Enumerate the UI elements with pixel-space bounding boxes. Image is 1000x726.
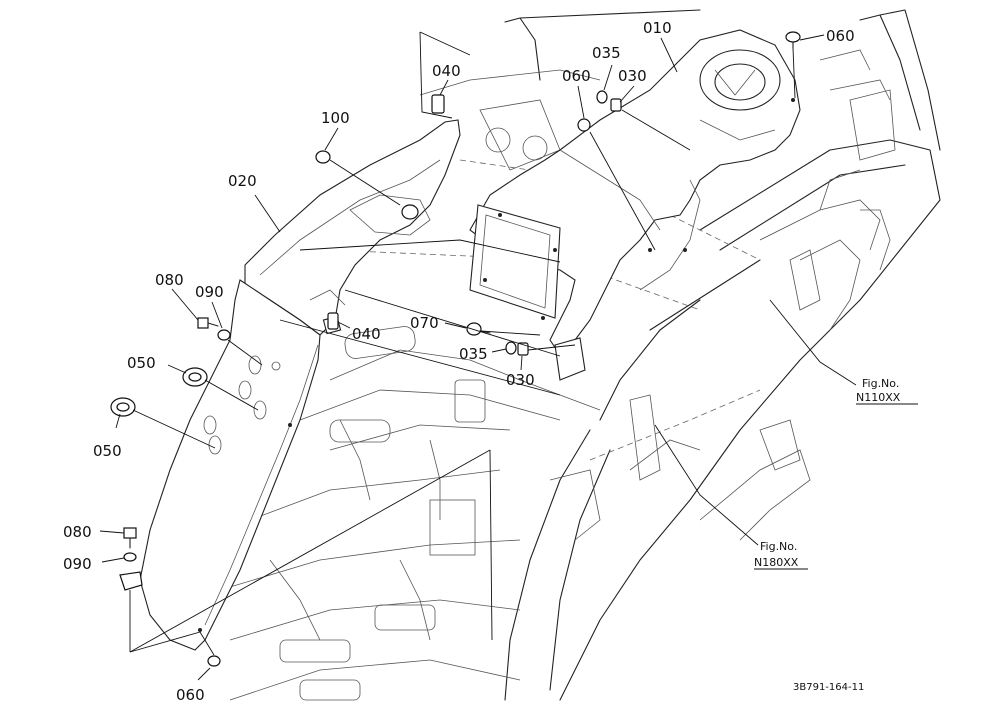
nut-030-upper <box>610 98 622 112</box>
screw-060-top <box>785 31 801 49</box>
callout-100: 100 <box>321 109 350 127</box>
callout-060-console: 060 <box>562 67 591 85</box>
hardware <box>110 31 801 667</box>
callout-020: 020 <box>228 172 257 190</box>
callout-labels: 010 020 030 030 035 035 040 040 050 050 … <box>63 19 855 704</box>
bolt-070 <box>466 322 491 336</box>
callout-040-lower: 040 <box>352 325 381 343</box>
washer-035-upper <box>596 90 608 104</box>
bracket-lower <box>119 571 143 591</box>
screw-060-bottom <box>207 655 221 667</box>
figure-references: Fig.No. N110XX Fig.No. N180XX <box>754 377 918 570</box>
callout-040-upper: 040 <box>432 62 461 80</box>
washer-090-upper <box>217 329 231 341</box>
part-010-console-cover <box>469 29 801 381</box>
nut-030-lower <box>517 342 529 356</box>
clip-040-lower <box>327 312 339 330</box>
fig-ref-n180-label: Fig.No. <box>760 540 797 553</box>
part-lower-fender-cover <box>139 279 321 651</box>
callout-060-bottom: 060 <box>176 686 205 704</box>
callout-090-lower: 090 <box>63 555 92 573</box>
callout-035-lower: 035 <box>459 345 488 363</box>
bolt-080-upper <box>197 317 219 329</box>
callout-090-upper: 090 <box>195 283 224 301</box>
callout-030-lower: 030 <box>506 371 535 389</box>
nut-100 <box>315 150 331 164</box>
clip-040-upper <box>431 94 445 114</box>
bolt-080-lower <box>123 527 137 549</box>
washer-090-lower <box>123 552 137 562</box>
callout-050-upper: 050 <box>127 354 156 372</box>
callout-035-upper: 035 <box>592 44 621 62</box>
fig-ref-n110-number: N110XX <box>856 391 901 404</box>
screw-060-console <box>577 118 591 132</box>
leader-lines <box>99 31 857 681</box>
callout-050-lower: 050 <box>93 442 122 460</box>
callout-080-upper: 080 <box>155 271 184 289</box>
callout-070: 070 <box>410 314 439 332</box>
drawing-number: 3B791-164-11 <box>793 682 864 693</box>
callout-080-lower: 080 <box>63 523 92 541</box>
callout-060-top: 060 <box>826 27 855 45</box>
callout-010: 010 <box>643 19 672 37</box>
fig-ref-n180-number: N180XX <box>754 556 799 569</box>
fig-ref-n110-label: Fig.No. <box>862 377 899 390</box>
washer-035-lower <box>505 341 517 355</box>
callout-030-upper: 030 <box>618 67 647 85</box>
